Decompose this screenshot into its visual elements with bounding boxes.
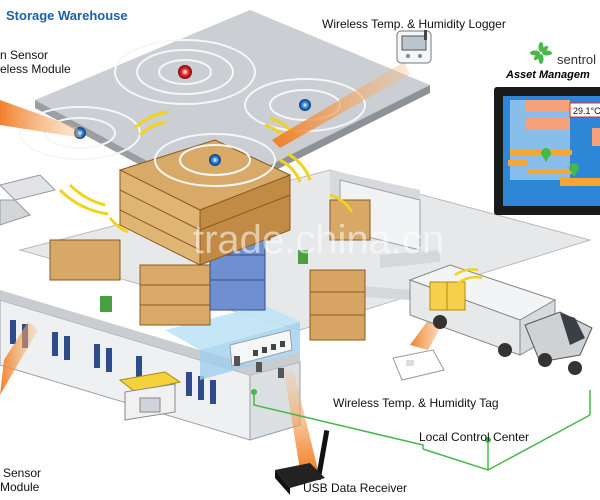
orange-beams — [0, 62, 450, 470]
beacon-icon — [299, 99, 311, 111]
control-room — [165, 305, 300, 380]
connection-lines — [253, 390, 591, 471]
humidity-logger-device — [396, 30, 432, 64]
sensor-bottom-label-2: Module — [0, 480, 40, 494]
beacon-icon — [209, 154, 221, 166]
forklift — [100, 296, 112, 312]
warehouse-building — [0, 169, 592, 441]
control-center-label: Local Control Center — [419, 430, 530, 444]
tag-label: Wireless Temp. & Humidity Tag — [333, 396, 499, 410]
map-pin-icon — [569, 163, 579, 177]
usb-label: USB Data Receiver — [303, 481, 408, 495]
guard-booth — [118, 371, 182, 421]
sentrol-leaf-logo-icon — [530, 42, 552, 64]
signal-ripples — [19, 39, 366, 187]
asset-panel-title: Asset Managem — [506, 69, 590, 81]
sensor-top-label-2: eless Module — [0, 62, 71, 76]
connector-dot — [251, 389, 257, 395]
asset-monitor: 29.1°C — [494, 87, 600, 215]
diagram-title: Storage Warehouse — [6, 8, 128, 23]
brand-name: sentrol — [557, 52, 597, 67]
usb-receiver-icon — [275, 430, 330, 495]
sensor-bottom-label-1: Sensor — [3, 466, 42, 480]
connector-dot — [485, 437, 491, 443]
map-pin-icon — [541, 148, 551, 162]
humidity-tag-device — [392, 349, 445, 381]
beacon-icon — [178, 65, 192, 79]
sensor-top-label-1: n Sensor — [0, 48, 49, 62]
delivery-truck — [408, 264, 593, 375]
watermark: trade.china.cn — [193, 218, 444, 262]
forklift — [298, 250, 308, 264]
logger-label: Wireless Temp. & Humidity Logger — [322, 17, 506, 31]
stairs — [0, 174, 56, 226]
temperature-reading: 29.1°C — [573, 106, 600, 116]
